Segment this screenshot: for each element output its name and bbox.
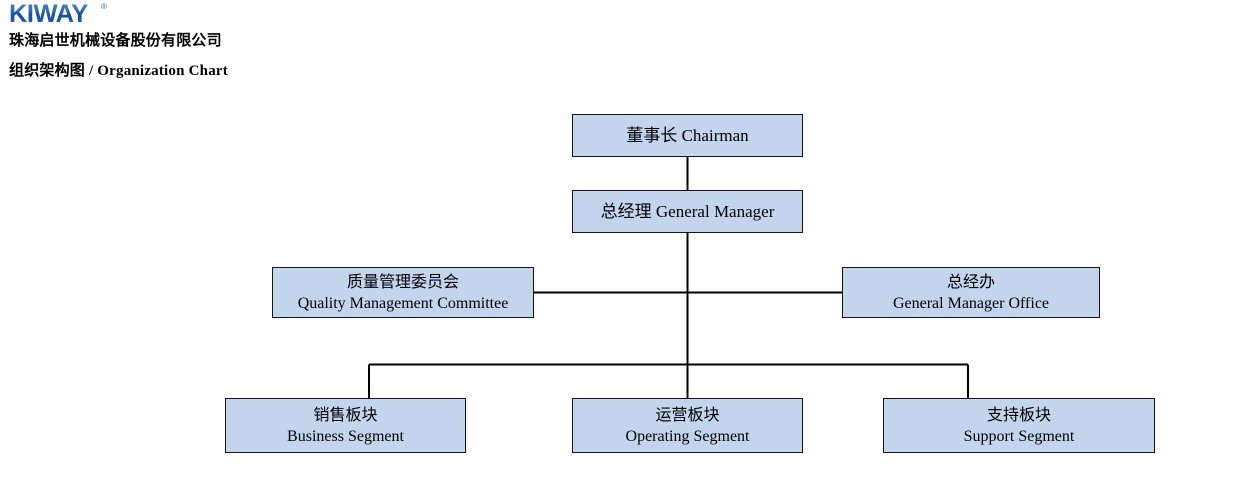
node-general-manager-office[interactable]: 总经办 General Manager Office [842,267,1100,318]
node-general-manager-office-label-en: General Manager Office [892,294,1050,312]
node-general-manager-office-label-cn: 总经办 [946,273,995,291]
kiway-logo: KIWAY [9,0,88,28]
node-support-segment[interactable]: 支持板块 Support Segment [883,398,1155,453]
node-chairman-label: 董事长 Chairman [626,126,749,145]
node-business-segment[interactable]: 销售板块 Business Segment [225,398,466,453]
node-chairman[interactable]: 董事长 Chairman [572,114,803,157]
node-quality-management-committee-label-cn: 质量管理委员会 [346,273,459,291]
node-operating-segment[interactable]: 运营板块 Operating Segment [572,398,803,453]
registered-trademark-icon: ® [101,2,107,11]
node-quality-management-committee[interactable]: 质量管理委员会 Quality Management Committee [272,267,534,318]
node-operating-segment-label-en: Operating Segment [625,427,750,445]
node-general-manager[interactable]: 总经理 General Manager [572,190,803,233]
node-business-segment-label-en: Business Segment [287,427,404,445]
page-title: 组织架构图 / Organization Chart [9,63,228,79]
node-general-manager-label: 总经理 General Manager [600,202,775,221]
node-quality-management-committee-label-en: Quality Management Committee [297,294,509,312]
node-business-segment-label-cn: 销售板块 [313,406,378,424]
node-operating-segment-label-cn: 运营板块 [655,406,720,424]
company-name: 珠海启世机械设备股份有限公司 [9,33,222,49]
node-support-segment-label-cn: 支持板块 [986,406,1051,424]
node-support-segment-label-en: Support Segment [963,427,1075,445]
page-header: KIWAY ® 珠海启世机械设备股份有限公司 组织架构图 / Organizat… [0,0,1253,95]
